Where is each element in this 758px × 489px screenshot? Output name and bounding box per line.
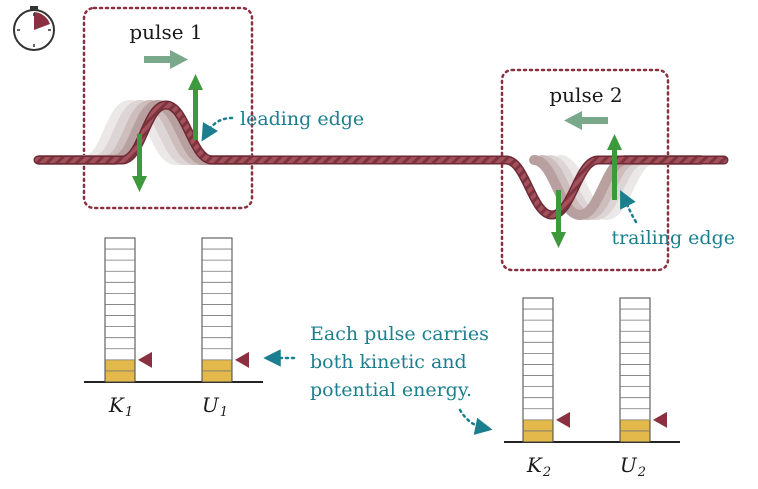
pulse2-velocity-arrow: [564, 111, 608, 130]
energy-label-u1: U1: [202, 393, 228, 420]
stopwatch-icon: [13, 6, 55, 51]
energy-bar-u2: U2: [619, 297, 667, 480]
pulse2-label: pulse 2: [549, 83, 622, 107]
energy-level-marker-u1: [235, 351, 249, 368]
energy-level-marker-k1: [138, 351, 152, 368]
leading-edge-label: leading edge: [240, 108, 364, 130]
leading-edge-callout-arrow: [201, 116, 234, 142]
pulse1-label: pulse 1: [129, 20, 202, 44]
energy-bar-k2: K2: [522, 297, 570, 480]
energy-bar-u1: U1: [201, 237, 249, 420]
caption-line3: potential energy.: [310, 379, 472, 401]
pulse1-box: [82, 6, 254, 210]
energy-level-marker-u2: [653, 411, 667, 428]
energy-bar-outline-k1: [104, 237, 136, 383]
energy-label-u2: U2: [620, 453, 646, 480]
caption-line2: both kinetic and: [310, 351, 467, 373]
pulse1-up-arrow: [188, 74, 203, 140]
energy-label-k2: K2: [526, 453, 551, 480]
energy-bar-outline-u2: [619, 297, 651, 443]
rope: [33, 100, 729, 220]
pulse2-up-arrow: [607, 134, 622, 200]
trailing-edge-label: trailing edge: [611, 227, 735, 249]
pulse2-motion-trail: [529, 155, 705, 221]
pulse2-box: [500, 68, 670, 272]
energy-bar-k1: K1: [104, 237, 152, 420]
energy-level-marker-k2: [556, 411, 570, 428]
energy-bar-outline-k2: [522, 297, 554, 443]
energy-label-k1: K1: [108, 393, 133, 420]
pulse2-down-arrow: [551, 190, 566, 248]
energy-bar-outline-u1: [201, 237, 233, 383]
caption-line1: Each pulse carries: [310, 323, 489, 345]
trailing-edge-callout-arrow: [620, 190, 638, 224]
pulse1-down-arrow: [132, 134, 147, 192]
caption-right-arrow: [458, 408, 493, 435]
pulse1-velocity-arrow: [144, 50, 188, 69]
